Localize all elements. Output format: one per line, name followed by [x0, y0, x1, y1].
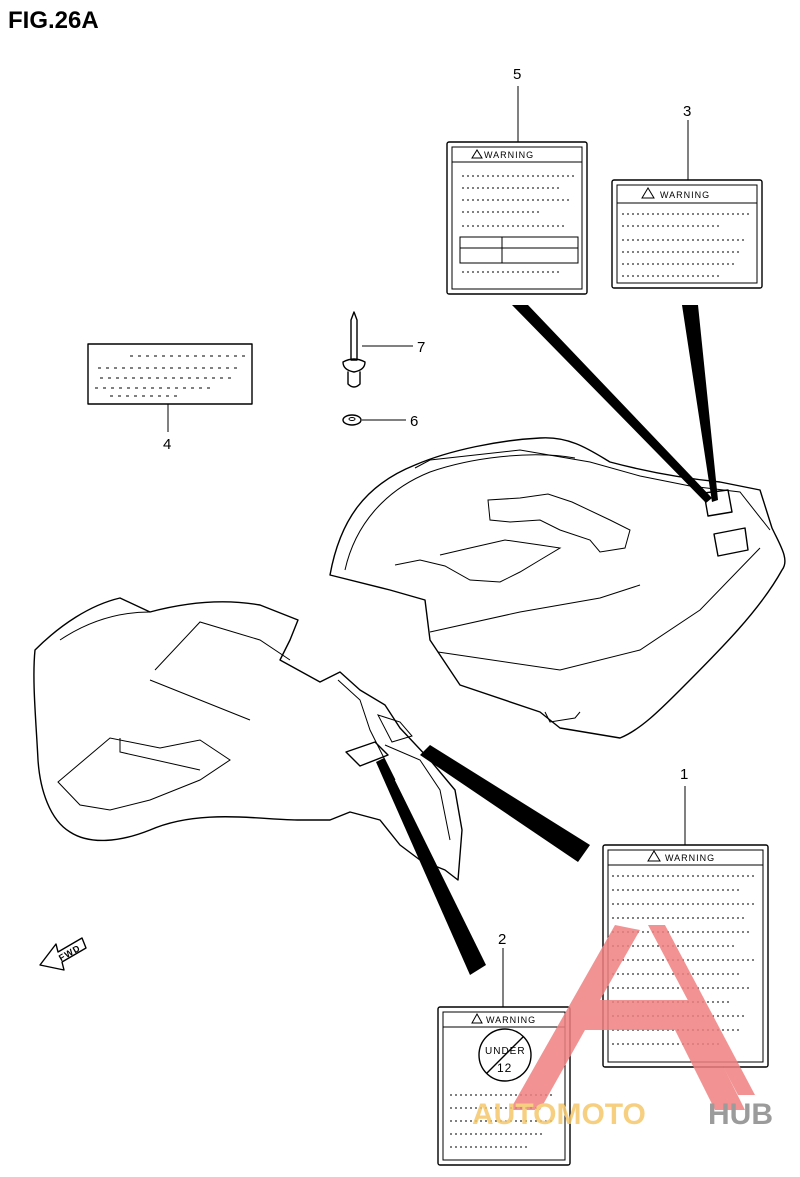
watermark-text-part2: HUB: [708, 1098, 773, 1131]
automotohub-watermark: AUTOMOTO HUB: [472, 925, 773, 1131]
pointer-wedge-3: [682, 305, 718, 502]
callout-2: 2: [498, 931, 506, 948]
decal-placement-3: [703, 489, 733, 517]
label-1-header: WARNING: [665, 853, 715, 863]
fwd-direction-arrow: FWD: [39, 937, 87, 971]
label-2-header: WARNING: [486, 1015, 536, 1025]
callout-7: 7: [417, 339, 425, 356]
label-part-4: [87, 343, 253, 405]
pointer-wedge-2: [376, 758, 486, 975]
label-5-header: WARNING: [484, 150, 534, 160]
watermark-text-part1: AUTOMOTO: [472, 1098, 646, 1131]
warning-label-part-5: WARNING: [446, 141, 588, 295]
warning-label-part-3: WARNING: [611, 179, 763, 289]
callout-1: 1: [680, 766, 688, 783]
rivet-part-7: [342, 311, 366, 388]
age-restriction-icon: UNDER 12: [478, 1028, 532, 1082]
callout-4: 4: [163, 436, 171, 453]
badge-under-text: UNDER: [485, 1046, 526, 1057]
callout-3: 3: [683, 103, 691, 120]
callout-5: 5: [513, 66, 521, 83]
warning-label-part-2: WARNING UNDER 12: [437, 1006, 571, 1166]
washer-part-6: [342, 414, 362, 426]
decal-placement-5: [713, 527, 749, 557]
figure-title: FIG.26A: [8, 7, 99, 34]
pointer-wedge-5: [512, 305, 712, 503]
decal-placement-2: [345, 741, 389, 767]
watermark-triangle-logo: [510, 925, 745, 1110]
pointer-wedge-1: [420, 745, 590, 862]
badge-age-text: 12: [497, 1061, 512, 1075]
callout-6: 6: [410, 413, 418, 430]
label-3-header: WARNING: [660, 190, 710, 200]
